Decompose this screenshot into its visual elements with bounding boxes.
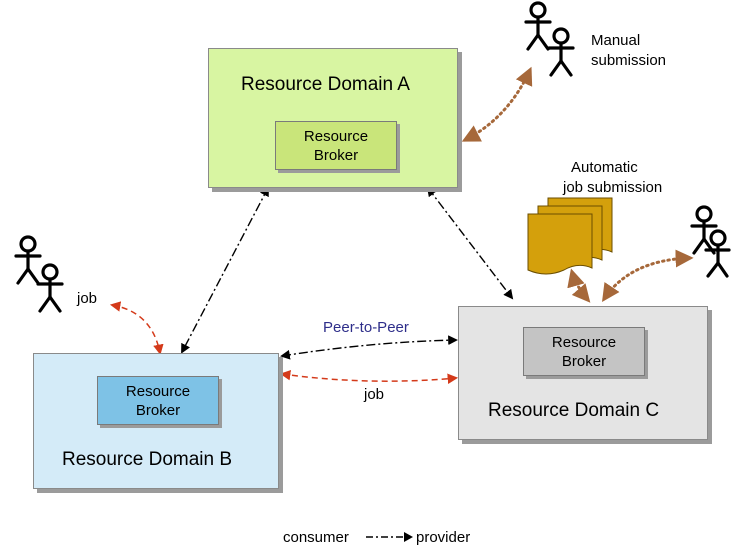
legend-provider-label: provider <box>416 529 471 546</box>
job-arrow-b-c <box>279 369 459 385</box>
resource-broker-b: Resource Broker <box>97 376 219 425</box>
user-link-c-docs <box>567 268 591 303</box>
user-link-a <box>461 66 533 142</box>
broker-a-label-1: Resource <box>303 127 369 145</box>
broker-c-label-1: Resource <box>551 333 617 351</box>
job-label-left: job <box>77 290 98 307</box>
resource-domain-a: Resource Domain A Resource Broker <box>208 48 458 188</box>
resource-broker-a: Resource Broker <box>275 121 397 170</box>
broker-a-label-2: Broker <box>313 146 359 164</box>
domain-c-title: Resource Domain C <box>488 400 660 421</box>
broker-b-label-2: Broker <box>135 401 181 419</box>
domain-a-title: Resource Domain A <box>241 74 410 95</box>
manual-submission-label-line2: submission <box>591 52 667 69</box>
broker-c-label-2: Broker <box>561 352 607 370</box>
manual-submission-label-line1: Manual <box>591 32 641 49</box>
user-link-c-users <box>602 249 694 302</box>
resource-broker-c: Resource Broker <box>523 327 645 376</box>
automatic-submission-label-line1: Automatic <box>571 159 638 176</box>
job-arrow-user-b <box>109 301 164 356</box>
resource-domain-c: Resource Broker Resource Domain C <box>458 306 708 440</box>
peer-arrow-a-b <box>181 186 269 354</box>
resource-domain-b: Resource Broker Resource Domain B <box>33 353 279 489</box>
broker-b-label-1: Resource <box>125 382 191 400</box>
peer-arrow-a-c <box>426 186 514 300</box>
legend-consumer-label: consumer <box>283 529 349 546</box>
domain-b-title: Resource Domain B <box>62 449 233 470</box>
job-label-bottom: job <box>364 386 385 403</box>
peer-arrow-b-c <box>280 335 458 360</box>
automatic-submission-label-line2: job submission <box>563 179 663 196</box>
peer-to-peer-label: Peer-to-Peer <box>323 319 409 336</box>
